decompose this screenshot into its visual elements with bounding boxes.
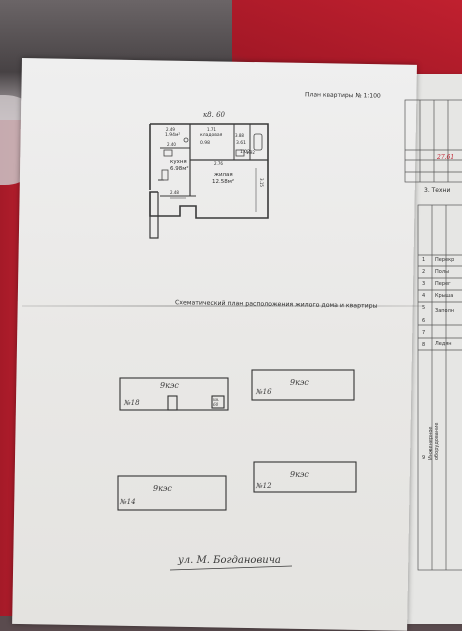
toilet-area: 1.02 [240,150,251,155]
dim-label: 3.88 [235,133,244,138]
right-sheet-number: 5 [422,305,426,311]
right-sheet-row: Крыша [435,293,454,299]
apartment-marker-label: кв. 60 [213,397,220,407]
storage-area: 0.98 [200,141,211,146]
right-sheet-table [404,99,462,571]
living-area: 12.58м² [212,179,235,185]
house-18-entrance [167,395,178,411]
building-number: к8. 60 [203,111,225,119]
storage-label: кладовая [200,133,223,138]
hall-area: 1.94м² [165,133,181,138]
right-sheet-number: 2 [422,269,426,275]
living-label: жилая [214,172,233,178]
house-number: №18 [124,399,140,407]
house-label: 9кэс [290,378,309,387]
right-sheet-number: 3 [422,281,426,287]
right-sheet-number: 6 [422,318,426,324]
right-sheet-row: Перег [435,281,451,287]
right-sheet-number: 9 [422,455,426,461]
house-number: №14 [120,498,136,506]
house-label: 9кэс [160,381,179,390]
paper-fold-line [22,305,422,307]
house-label: 9кэс [290,470,309,479]
right-sheet-row: Перекр [435,257,455,263]
right-sheet-row: Полы [435,269,449,275]
right-sheet-row: Ледян [435,341,452,347]
bath-area: 3.61 [236,141,247,146]
site-plan-drawing [117,369,357,571]
right-sheet-number: 4 [422,293,426,299]
dim-label: 2.40 [167,142,176,147]
right-sheet-row: Инженерное оборудование [428,422,440,460]
house-number: №12 [256,482,272,490]
dim-label: 2.48 [170,190,179,195]
dim-label: 2.49 [166,127,175,132]
right-sheet-number: 1 [422,257,426,263]
right-sheet-value: 27.61 [437,154,455,161]
right-sheet-row: Заполн [435,308,455,314]
dim-label: 1.71 [207,127,216,132]
house-14 [117,475,227,511]
dim-label: 2.76 [214,161,223,166]
kitchen-label: кухня [170,159,187,165]
dim-label: 1.92 [246,150,255,155]
right-sheet-number: 8 [422,342,426,348]
house-12 [253,461,357,493]
kitchen-area: 6.98м² [170,166,189,172]
floor-plan-drawing [149,123,269,239]
house-16 [251,369,355,401]
house-number: №16 [256,388,272,396]
house-label: 9кэс [153,484,172,493]
street-name: ул. М. Богдановича [178,555,281,566]
right-sheet-section: 3. Техни [424,187,451,194]
right-sheet-number: 7 [422,330,426,336]
apartment-marker [211,395,225,409]
